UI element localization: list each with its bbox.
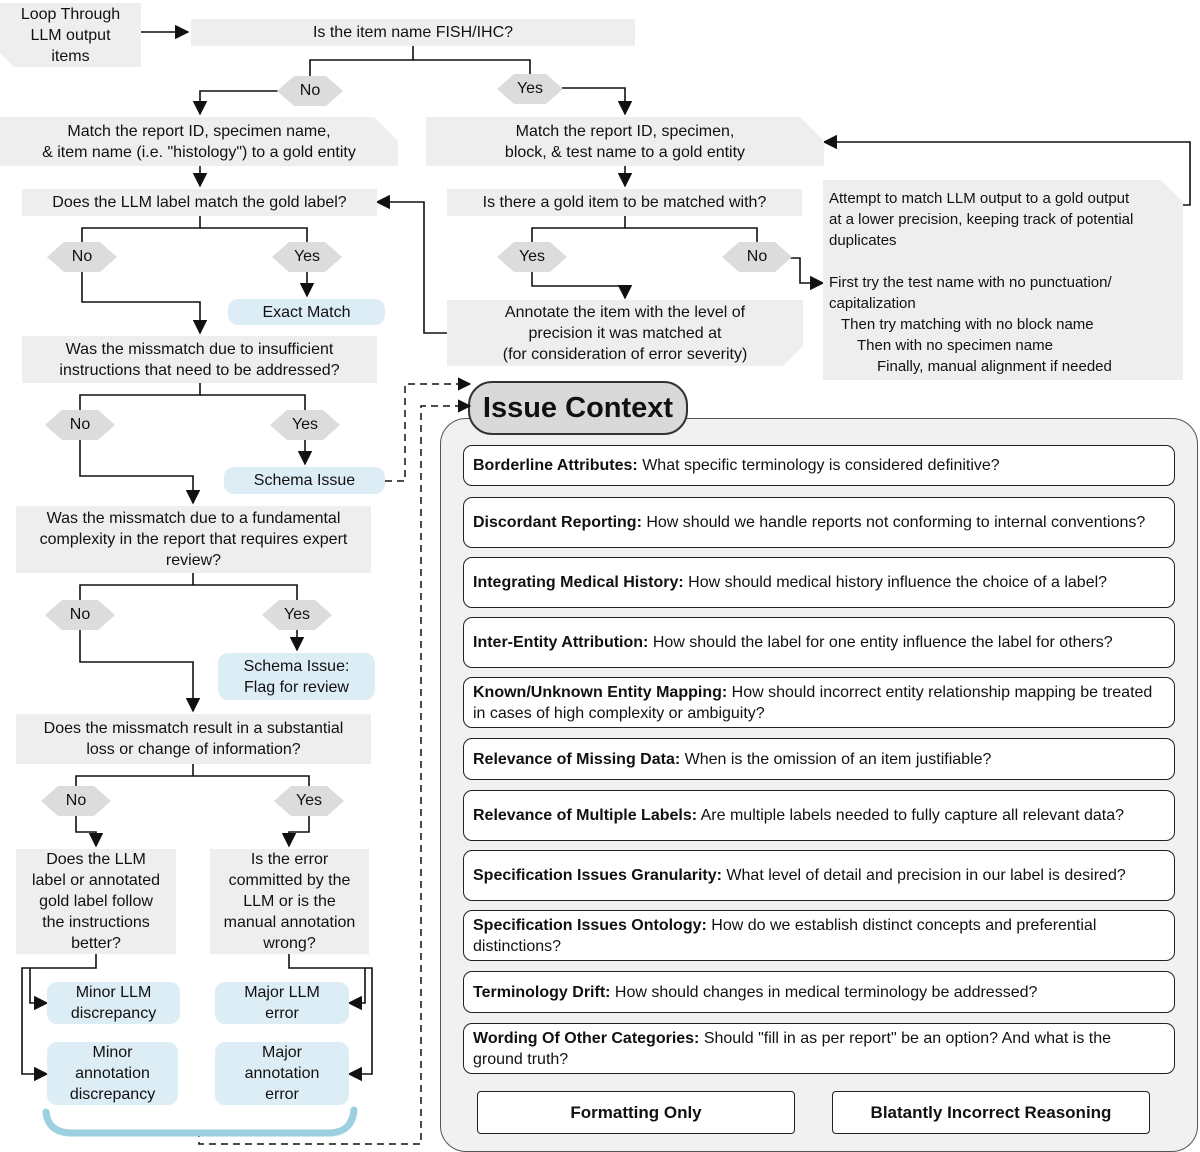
question-insufficient-instructions: Was the missmatch due to insufficient in…	[22, 336, 377, 383]
decision-fish-no: No	[277, 76, 343, 106]
outcome-schema-issue: Schema Issue	[224, 467, 385, 494]
outcome-major-annotation-error: Major annotation error	[215, 1042, 349, 1105]
outcome-minor-annotation-discrepancy: Minor annotation discrepancy	[47, 1042, 178, 1105]
step-1: First try the test name with no punctuat…	[829, 274, 1112, 312]
question-error-committed: Is the error committed by the LLM or is …	[210, 849, 369, 954]
issue-specification-granularity: Specification Issues Granularity: What l…	[463, 850, 1175, 901]
decision-label-no: No	[47, 242, 117, 272]
issue-known-unknown-entity-mapping: Known/Unknown Entity Mapping: How should…	[463, 677, 1175, 728]
question-gold-item: Is there a gold item to be matched with?	[447, 189, 802, 216]
decision-complexity-no: No	[45, 600, 115, 630]
decision-substantial-yes: Yes	[274, 786, 344, 816]
attempt-lower-precision: Attempt to match LLM output to a gold ou…	[829, 190, 1134, 249]
issue-context-title: Issue Context	[468, 381, 688, 435]
question-substantial-loss: Does the missmatch result in a substanti…	[16, 714, 371, 764]
question-label-match: Does the LLM label match the gold label?	[22, 189, 377, 216]
issue-terminology-drift: Terminology Drift: How should changes in…	[463, 971, 1175, 1013]
issue-integrating-medical-history: Integrating Medical History: How should …	[463, 557, 1175, 608]
decision-complexity-yes: Yes	[262, 600, 332, 630]
issue-relevance-missing-data: Relevance of Missing Data: When is the o…	[463, 738, 1175, 780]
issue-borderline-attributes: Borderline Attributes: What specific ter…	[463, 445, 1175, 486]
match-entity-left: Match the report ID, specimen name, & it…	[0, 117, 398, 166]
outcome-major-llm-error: Major LLM error	[215, 982, 349, 1024]
step-4: Finally, manual alignment if needed	[877, 358, 1112, 375]
lower-precision-panel: Attempt to match LLM output to a gold ou…	[823, 180, 1183, 380]
category-blatantly-incorrect-reasoning: Blatantly Incorrect Reasoning	[832, 1091, 1150, 1134]
annotate-precision: Annotate the item with the level of prec…	[447, 300, 803, 366]
decision-substantial-no: No	[41, 786, 111, 816]
issue-specification-ontology: Specification Issues Ontology: How do we…	[463, 910, 1175, 961]
issue-wording-other-categories: Wording Of Other Categories: Should "fil…	[463, 1023, 1175, 1074]
decision-gold-no: No	[722, 242, 792, 272]
outcome-exact-match: Exact Match	[228, 299, 385, 325]
question-fish-ihc: Is the item name FISH/IHC?	[191, 19, 635, 46]
outcome-schema-flag-review: Schema Issue: Flag for review	[218, 653, 375, 700]
issue-relevance-multiple-labels: Relevance of Multiple Labels: Are multip…	[463, 790, 1175, 841]
decision-label-yes: Yes	[272, 242, 342, 272]
decision-fish-yes: Yes	[497, 74, 563, 104]
issue-discordant-reporting: Discordant Reporting: How should we hand…	[463, 497, 1175, 548]
start-node: Loop Through LLM output items	[0, 3, 141, 67]
decision-insufficient-no: No	[45, 410, 115, 440]
outcome-minor-llm-discrepancy: Minor LLM discrepancy	[47, 982, 180, 1024]
decision-gold-yes: Yes	[497, 242, 567, 272]
question-follow-instructions: Does the LLM label or annotated gold lab…	[16, 849, 176, 954]
question-fundamental-complexity: Was the missmatch due to a fundamental c…	[16, 506, 371, 573]
decision-insufficient-yes: Yes	[270, 410, 340, 440]
category-formatting-only: Formatting Only	[477, 1091, 795, 1134]
issue-inter-entity-attribution: Inter-Entity Attribution: How should the…	[463, 617, 1175, 668]
step-2: Then try matching with no block name	[841, 316, 1094, 333]
match-entity-right: Match the report ID, specimen, block, & …	[426, 117, 824, 166]
step-3: Then with no specimen name	[857, 337, 1053, 354]
